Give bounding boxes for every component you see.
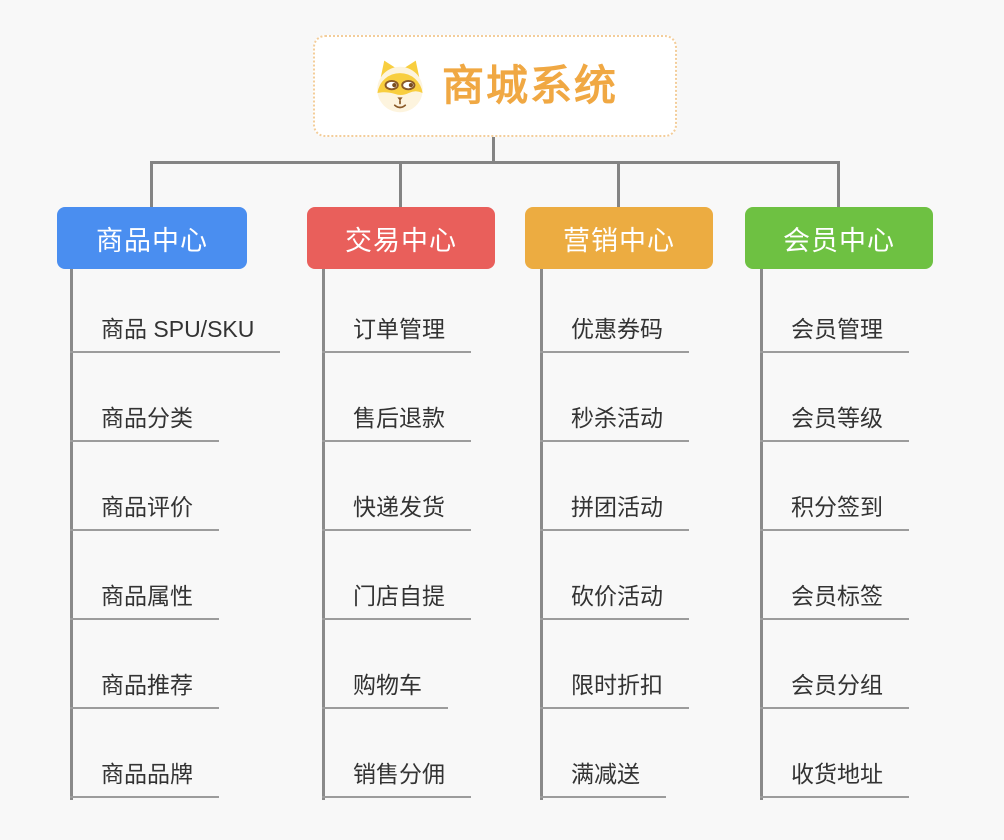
dog-face-icon: [372, 58, 428, 114]
branch-node-member-center[interactable]: 会员中心: [745, 207, 933, 269]
leaf-node[interactable]: 会员标签: [760, 572, 909, 620]
leaf-node[interactable]: 满减送: [540, 750, 666, 798]
leaf-node[interactable]: 快递发货: [322, 483, 471, 531]
leaf-node[interactable]: 优惠券码: [540, 305, 689, 353]
branch-node-trade-center[interactable]: 交易中心: [307, 207, 495, 269]
leaf-node[interactable]: 商品属性: [70, 572, 219, 620]
root-title: 商城系统: [441, 62, 618, 109]
leaf-label: 优惠券码: [571, 316, 663, 342]
leaf-label: 快递发货: [353, 494, 445, 520]
leaf-node[interactable]: 商品分类: [70, 394, 219, 442]
connector-drop-marketing: [617, 161, 620, 209]
leaf-label: 会员管理: [791, 316, 883, 342]
leaf-node[interactable]: 会员分组: [760, 661, 909, 709]
leaf-label: 积分签到: [791, 494, 883, 520]
leaf-label: 秒杀活动: [571, 405, 663, 431]
root-node[interactable]: 商城系统: [313, 35, 677, 137]
leaf-label: 会员等级: [791, 405, 883, 431]
connector-bus: [150, 161, 839, 164]
leaf-label: 收货地址: [791, 761, 883, 787]
leaf-node[interactable]: 商品 SPU/SKU: [70, 305, 281, 353]
leaf-node[interactable]: 商品评价: [70, 483, 219, 531]
leaf-label: 门店自提: [353, 583, 445, 609]
leaf-label: 售后退款: [353, 405, 445, 431]
leaf-node[interactable]: 销售分佣: [322, 750, 471, 798]
branch-title: 商品中心: [96, 225, 208, 256]
leaf-label: 销售分佣: [353, 761, 445, 787]
leaf-label: 商品属性: [101, 583, 193, 609]
leaf-node[interactable]: 秒杀活动: [540, 394, 689, 442]
leaf-node[interactable]: 会员等级: [760, 394, 909, 442]
leaf-label: 限时折扣: [571, 672, 663, 698]
leaf-node[interactable]: 商品推荐: [70, 661, 219, 709]
leaf-node[interactable]: 收货地址: [760, 750, 909, 798]
leaf-node[interactable]: 拼团活动: [540, 483, 689, 531]
leaf-node[interactable]: 购物车: [322, 661, 448, 709]
leaf-node[interactable]: 商品品牌: [70, 750, 219, 798]
branch-spine-member: [760, 269, 763, 800]
leaf-node[interactable]: 会员管理: [760, 305, 909, 353]
connector-drop-product: [150, 161, 153, 209]
leaf-label: 砍价活动: [571, 583, 663, 609]
leaf-label: 商品品牌: [101, 761, 193, 787]
leaf-label: 会员分组: [791, 672, 883, 698]
leaf-node[interactable]: 售后退款: [322, 394, 471, 442]
leaf-label: 满减送: [571, 761, 640, 787]
leaf-node[interactable]: 订单管理: [322, 305, 471, 353]
leaf-node[interactable]: 积分签到: [760, 483, 909, 531]
leaf-label: 购物车: [353, 672, 422, 698]
leaf-label: 商品推荐: [101, 672, 193, 698]
leaf-node[interactable]: 门店自提: [322, 572, 471, 620]
leaf-label: 商品评价: [101, 494, 193, 520]
branch-spine-product: [70, 269, 73, 800]
branch-spine-trade: [322, 269, 325, 800]
branch-spine-marketing: [540, 269, 543, 800]
leaf-node[interactable]: 砍价活动: [540, 572, 689, 620]
leaf-label: 订单管理: [353, 316, 445, 342]
branch-title: 会员中心: [783, 225, 895, 256]
connector-root-stub: [492, 137, 495, 163]
leaf-label: 会员标签: [791, 583, 883, 609]
leaf-label: 商品分类: [101, 405, 193, 431]
leaf-label: 拼团活动: [571, 494, 663, 520]
branch-title: 营销中心: [563, 225, 675, 256]
branch-node-product-center[interactable]: 商品中心: [57, 207, 247, 269]
connector-drop-trade: [399, 161, 402, 209]
branch-title: 交易中心: [345, 225, 457, 256]
leaf-label: 商品 SPU/SKU: [101, 316, 255, 342]
branch-node-marketing-center[interactable]: 营销中心: [525, 207, 713, 269]
connector-drop-member: [837, 161, 840, 209]
leaf-node[interactable]: 限时折扣: [540, 661, 689, 709]
